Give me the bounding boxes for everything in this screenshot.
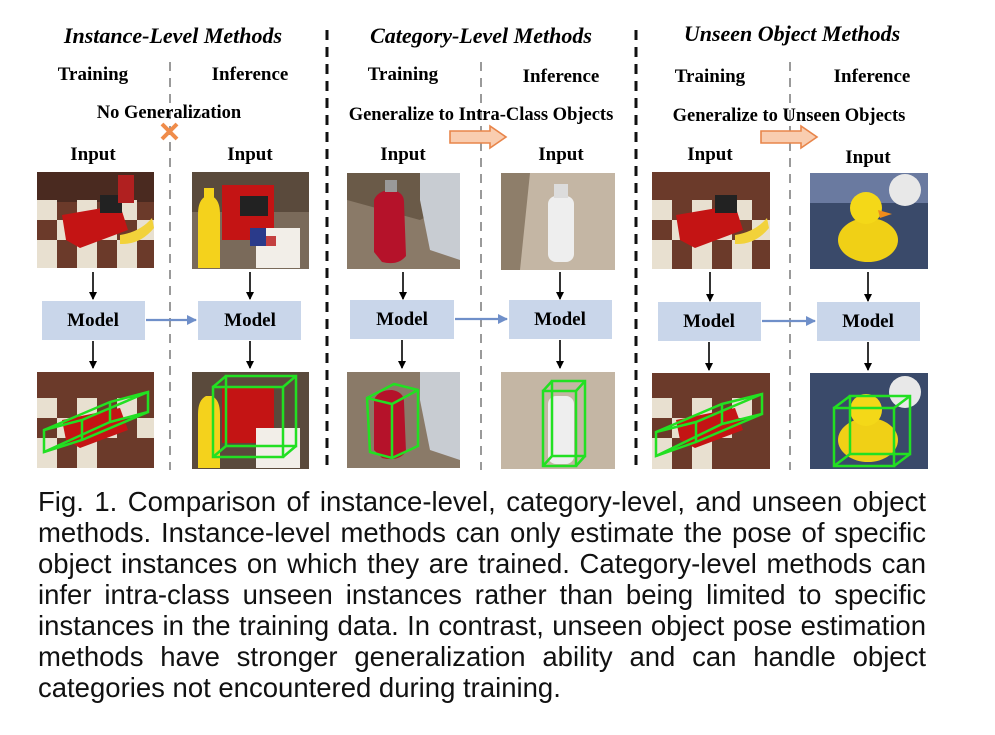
model-label: Model xyxy=(842,311,894,332)
model-label: Model xyxy=(376,309,428,330)
model-box xyxy=(198,301,301,340)
input-label: Input xyxy=(687,144,733,165)
inference-label: Inference xyxy=(212,64,289,85)
input-label: Input xyxy=(70,144,116,165)
inference-label: Inference xyxy=(834,66,911,87)
model-box xyxy=(658,302,761,341)
model-box xyxy=(509,300,612,339)
training-label: Training xyxy=(58,64,129,85)
generalization-label: No Generalization xyxy=(97,103,242,123)
train-result-image xyxy=(652,373,770,469)
infer-result-image xyxy=(810,373,928,469)
comparison-figure: Instance-Level Methods Training Inferenc… xyxy=(37,21,928,470)
generalization-label: Generalize to Unseen Objects xyxy=(673,106,906,126)
section-title: Instance-Level Methods xyxy=(63,23,282,48)
training-label: Training xyxy=(368,64,439,85)
model-label: Model xyxy=(534,309,586,330)
model-box xyxy=(42,301,145,340)
train-input-image xyxy=(347,173,460,269)
section-unseen-object: Unseen Object Methods Training Inference… xyxy=(652,21,928,469)
model-label: Model xyxy=(224,310,276,331)
infer-input-image xyxy=(501,173,615,270)
input-label: Input xyxy=(380,144,426,165)
bounding-box xyxy=(654,392,764,458)
training-label: Training xyxy=(675,66,746,87)
generalization-label: Generalize to Intra-Class Objects xyxy=(349,105,614,125)
infer-input-image xyxy=(810,173,928,269)
train-input-image xyxy=(652,172,770,269)
infer-result-image xyxy=(501,372,615,469)
bounding-box xyxy=(541,379,587,468)
train-input-image xyxy=(37,172,154,268)
section-category-level: Category-Level Methods Training Inferenc… xyxy=(347,23,615,469)
section-instance-level: Instance-Level Methods Training Inferenc… xyxy=(37,23,309,469)
input-label: Input xyxy=(538,144,584,165)
model-label: Model xyxy=(683,311,735,332)
infer-result-image xyxy=(192,372,309,469)
arrow-right-icon xyxy=(760,124,819,150)
model-box xyxy=(350,300,454,339)
infer-input-image xyxy=(192,172,309,269)
section-title: Unseen Object Methods xyxy=(684,21,900,46)
bounding-box xyxy=(211,374,298,459)
inference-label: Inference xyxy=(523,66,600,87)
input-label: Input xyxy=(845,147,891,168)
figure-caption: Fig. 1. Comparison of instance-level, ca… xyxy=(38,486,926,703)
model-box xyxy=(817,302,920,341)
arrow-right-icon xyxy=(449,124,508,150)
train-result-image xyxy=(347,372,460,468)
model-label: Model xyxy=(67,310,119,331)
cross-icon xyxy=(160,122,179,141)
bounding-box xyxy=(365,382,420,460)
bounding-box xyxy=(832,394,912,468)
section-title: Category-Level Methods xyxy=(370,23,592,48)
input-label: Input xyxy=(227,144,273,165)
train-result-image xyxy=(37,372,154,468)
bounding-box xyxy=(42,390,150,454)
